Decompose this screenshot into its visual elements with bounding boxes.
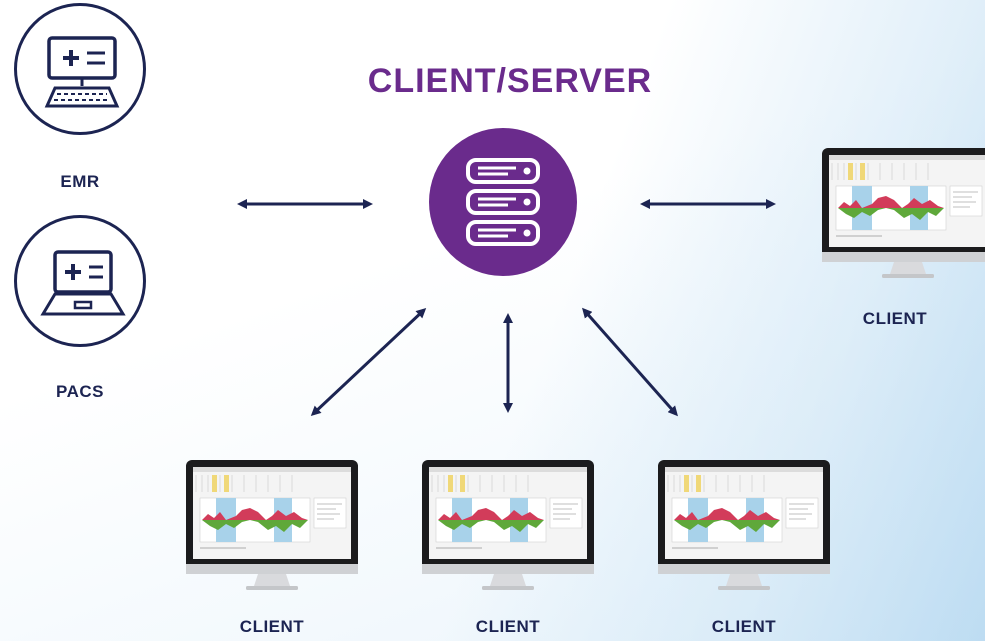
emr-node (14, 3, 146, 135)
client-monitor-icon (822, 148, 985, 279)
double-arrow-icon (310, 307, 427, 417)
client-label-right: CLIENT (862, 309, 928, 328)
client-label-bottom-3: CLIENT (711, 617, 777, 636)
double-arrow-icon (582, 307, 678, 417)
pacs-node (14, 215, 146, 347)
emr-label: EMR (60, 172, 100, 191)
pacs-laptop-icon (40, 250, 126, 316)
pacs-label: PACS (56, 382, 104, 401)
diagram-title: CLIENT/SERVER (367, 62, 653, 100)
server-icon (429, 128, 577, 276)
emr-monitor-icon (44, 36, 120, 108)
client-label-bottom-1: CLIENT (239, 617, 305, 636)
client-monitor-icon (658, 460, 830, 591)
client-label-bottom-2: CLIENT (475, 617, 541, 636)
client-monitor-icon (186, 460, 358, 591)
client-monitor-icon (422, 460, 594, 591)
